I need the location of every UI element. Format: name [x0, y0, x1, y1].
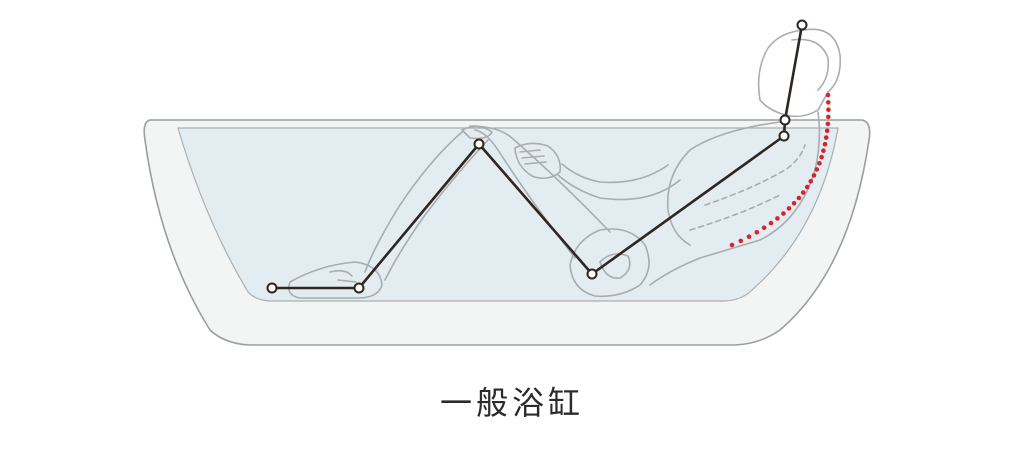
- support-dot: [811, 173, 817, 178]
- support-dot: [824, 128, 830, 134]
- support-dot: [729, 242, 735, 248]
- water-area: [177, 127, 839, 302]
- joint-marker-toe: [266, 282, 278, 294]
- support-dot: [804, 184, 810, 190]
- support-dot: [761, 225, 767, 231]
- support-dot: [768, 220, 774, 226]
- joint-marker-shoulder: [778, 130, 790, 142]
- support-dot: [796, 195, 802, 201]
- support-dot: [825, 92, 831, 98]
- support-dot: [826, 100, 831, 105]
- support-dot: [821, 148, 826, 153]
- support-dot: [800, 190, 806, 195]
- support-curve: [729, 92, 831, 248]
- support-dot: [808, 179, 814, 184]
- support-dot: [738, 238, 744, 244]
- joint-marker-ankle: [353, 282, 365, 294]
- support-dot: [754, 230, 760, 235]
- support-dot: [786, 206, 792, 211]
- support-dot: [781, 211, 786, 216]
- diagram-caption: 一般浴缸: [439, 384, 584, 422]
- support-dot: [775, 216, 780, 221]
- joint-marker-hip: [586, 268, 598, 280]
- support-dot: [826, 114, 831, 120]
- support-dot: [822, 141, 828, 147]
- support-dot: [823, 135, 829, 140]
- support-dot: [791, 201, 797, 206]
- support-dot: [825, 121, 831, 127]
- support-dot: [826, 107, 831, 112]
- joint-marker-knee: [473, 138, 485, 150]
- joint-marker-neck: [779, 114, 791, 126]
- reclining-body-outline: [287, 28, 842, 299]
- support-dot: [817, 161, 822, 166]
- joint-markers: [266, 19, 808, 294]
- support-dot: [814, 167, 820, 172]
- support-dot: [819, 154, 824, 160]
- support-dot: [746, 234, 752, 239]
- joint-marker-head: [796, 19, 808, 31]
